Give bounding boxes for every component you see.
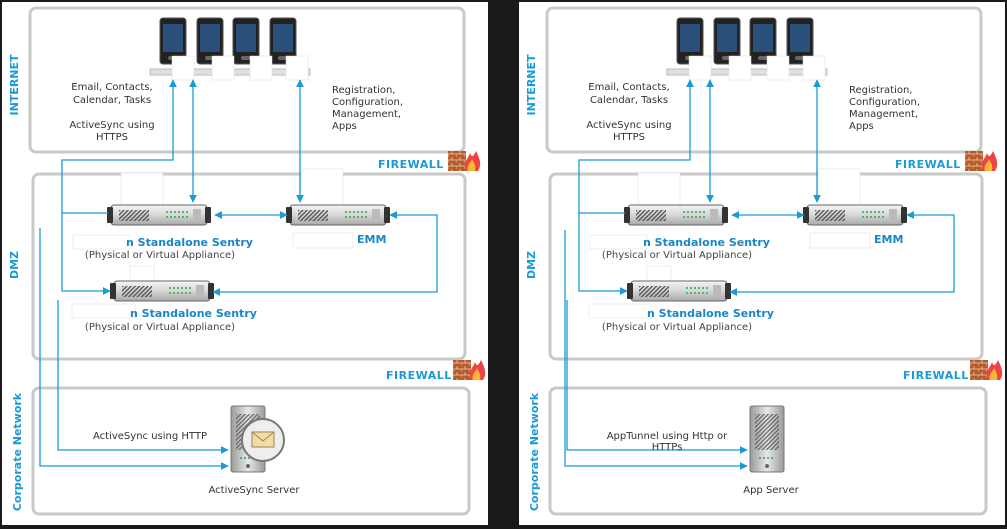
arrow-to-sentry2-left — [578, 213, 628, 295]
panel-1: INTERNET DMZ Corporate Network FIREWALL FIRE… — [2, 2, 488, 525]
device-label-cover-4 — [802, 55, 826, 81]
standalone-sentry-appliance-2 — [626, 280, 732, 302]
device-label-cover-4 — [285, 55, 309, 81]
appliance-label-cover — [637, 172, 681, 210]
internet-text-right-4: Apps — [332, 121, 357, 132]
emm-appliance — [802, 204, 908, 226]
dmz-label: DMZ — [525, 251, 538, 279]
arrow-corp-link-2 — [564, 230, 748, 470]
firewall-icon — [970, 360, 1003, 380]
label-cover — [71, 303, 136, 319]
firewall-label-bottom: FIREWALL — [903, 369, 969, 382]
arrow-corp-link-2 — [39, 228, 229, 470]
internet-label: INTERNET — [8, 54, 21, 116]
standalone-sentry-appliance-1 — [623, 204, 729, 226]
emm-label: EMM — [357, 233, 386, 246]
corporate-network-label: Corporate Network — [11, 392, 24, 511]
arrow-devices-to-sentry1-left — [61, 79, 177, 214]
internet-text-right-3: Management, — [849, 109, 918, 120]
internet-text-left-2: Calendar, Tasks — [590, 95, 668, 106]
corporate-link-text-1: ActiveSync using HTTP — [93, 431, 207, 442]
internet-text-right-1: Registration, — [332, 85, 395, 96]
dmz-label: DMZ — [8, 251, 21, 279]
sentry1-subtitle: (Physical or Virtual Appliance) — [602, 250, 752, 261]
internet-text-left2-1: ActiveSync using — [586, 120, 671, 131]
firewall-label-bottom: FIREWALL — [386, 369, 452, 382]
device-label-cover-1 — [171, 55, 195, 81]
arrow-corp-link-1 — [566, 300, 748, 454]
app-server-icon — [749, 405, 785, 473]
internet-text-right-2: Configuration, — [332, 97, 403, 108]
server-label: ActiveSync Server — [208, 485, 300, 496]
appliance-label-cover — [300, 168, 344, 210]
sentry2-subtitle: (Physical or Virtual Appliance) — [602, 322, 752, 333]
sentry1-subtitle: (Physical or Virtual Appliance) — [85, 250, 235, 261]
sentry2-title: n Standalone Sentry — [647, 307, 774, 320]
standalone-sentry-appliance-2 — [109, 280, 215, 302]
label-cover — [292, 232, 354, 249]
envelope-flap — [251, 431, 275, 442]
appliance-label-cover — [120, 172, 164, 210]
corporate-link-text-1: AppTunnel using Http or — [607, 431, 728, 442]
internet-zone — [545, 6, 983, 154]
envelope-icon — [251, 431, 275, 448]
standalone-sentry-appliance-1 — [106, 204, 212, 226]
emm-appliance — [285, 204, 391, 226]
arrow-corp-link-1 — [57, 300, 229, 454]
sentry1-title: n Standalone Sentry — [126, 236, 253, 249]
internet-text-left-1: Email, Contacts, — [71, 82, 152, 93]
label-cover — [809, 232, 871, 249]
firewall-icon — [453, 360, 486, 380]
firewall-icon — [448, 151, 481, 171]
label-cover — [588, 303, 653, 319]
appliance-label-cover — [817, 168, 861, 210]
internet-text-left2-2: HTTPS — [96, 132, 128, 143]
internet-label: INTERNET — [525, 54, 538, 116]
internet-text-left2-2: HTTPS — [613, 132, 645, 143]
firewall-label-top: FIREWALL — [895, 158, 961, 171]
internet-text-right-4: Apps — [849, 121, 874, 132]
device-label-cover-2 — [728, 55, 752, 81]
internet-zone — [28, 6, 466, 154]
server-label: App Server — [743, 485, 799, 496]
device-label-cover-3 — [766, 55, 790, 81]
internet-text-right-1: Registration, — [849, 85, 912, 96]
corporate-network-label: Corporate Network — [528, 392, 541, 511]
internet-text-left-1: Email, Contacts, — [588, 82, 669, 93]
firewall-icon — [965, 151, 998, 171]
label-cover — [72, 234, 131, 250]
arrow-to-sentry2-left — [61, 213, 111, 295]
sentry2-subtitle: (Physical or Virtual Appliance) — [85, 322, 235, 333]
device-label-cover-2 — [211, 55, 235, 81]
device-label-cover-3 — [249, 55, 273, 81]
firewall-label-top: FIREWALL — [378, 158, 444, 171]
internet-text-right-3: Management, — [332, 109, 401, 120]
arrow-devices-to-sentry1-left — [578, 79, 694, 214]
internet-text-left-2: Calendar, Tasks — [73, 95, 151, 106]
sentry2-title: n Standalone Sentry — [130, 307, 257, 320]
arrow-emm-sentry2 — [729, 211, 955, 296]
corporate-link-text-2: HTTPs — [652, 442, 683, 453]
internet-text-right-2: Configuration, — [849, 97, 920, 108]
panel-2: INTERNET DMZ Corporate Network FIREWALL FIRE… — [519, 2, 1005, 525]
emm-label: EMM — [874, 233, 903, 246]
internet-text-left2-1: ActiveSync using — [69, 120, 154, 131]
sentry1-title: n Standalone Sentry — [643, 236, 770, 249]
device-label-cover-1 — [688, 55, 712, 81]
arrow-emm-sentry2 — [212, 211, 438, 296]
label-cover — [589, 234, 648, 250]
